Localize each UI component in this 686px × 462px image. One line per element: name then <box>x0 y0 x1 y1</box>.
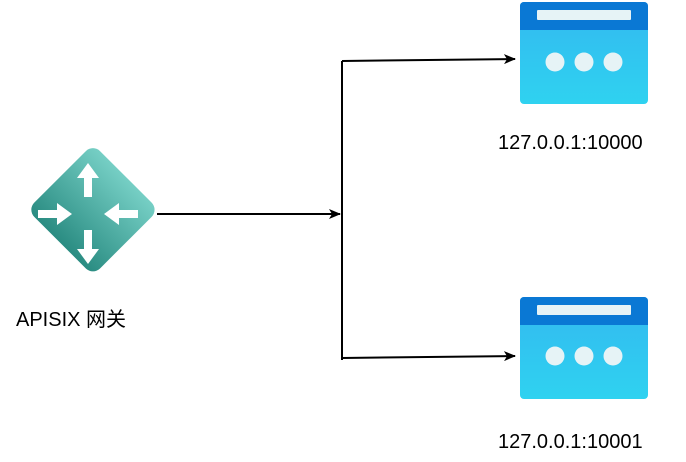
server-window-icon <box>520 297 648 399</box>
junction-to-server2-arrow <box>341 351 516 362</box>
dot-icon <box>545 52 565 72</box>
dot-icon <box>574 52 594 72</box>
connectors <box>157 54 516 362</box>
server-1-label: 127.0.0.1:10000 <box>498 132 643 154</box>
server-2-label: 127.0.0.1:10001 <box>498 431 643 453</box>
dot-icon <box>603 52 623 72</box>
dot-icon <box>574 346 594 366</box>
gateway-label: APISIX 网关 <box>16 309 127 331</box>
router-icon <box>31 148 155 272</box>
server-window-icon <box>520 2 648 104</box>
dot-icon <box>545 346 565 366</box>
dot-icon <box>603 346 623 366</box>
junction-to-server1-arrow <box>341 54 516 65</box>
